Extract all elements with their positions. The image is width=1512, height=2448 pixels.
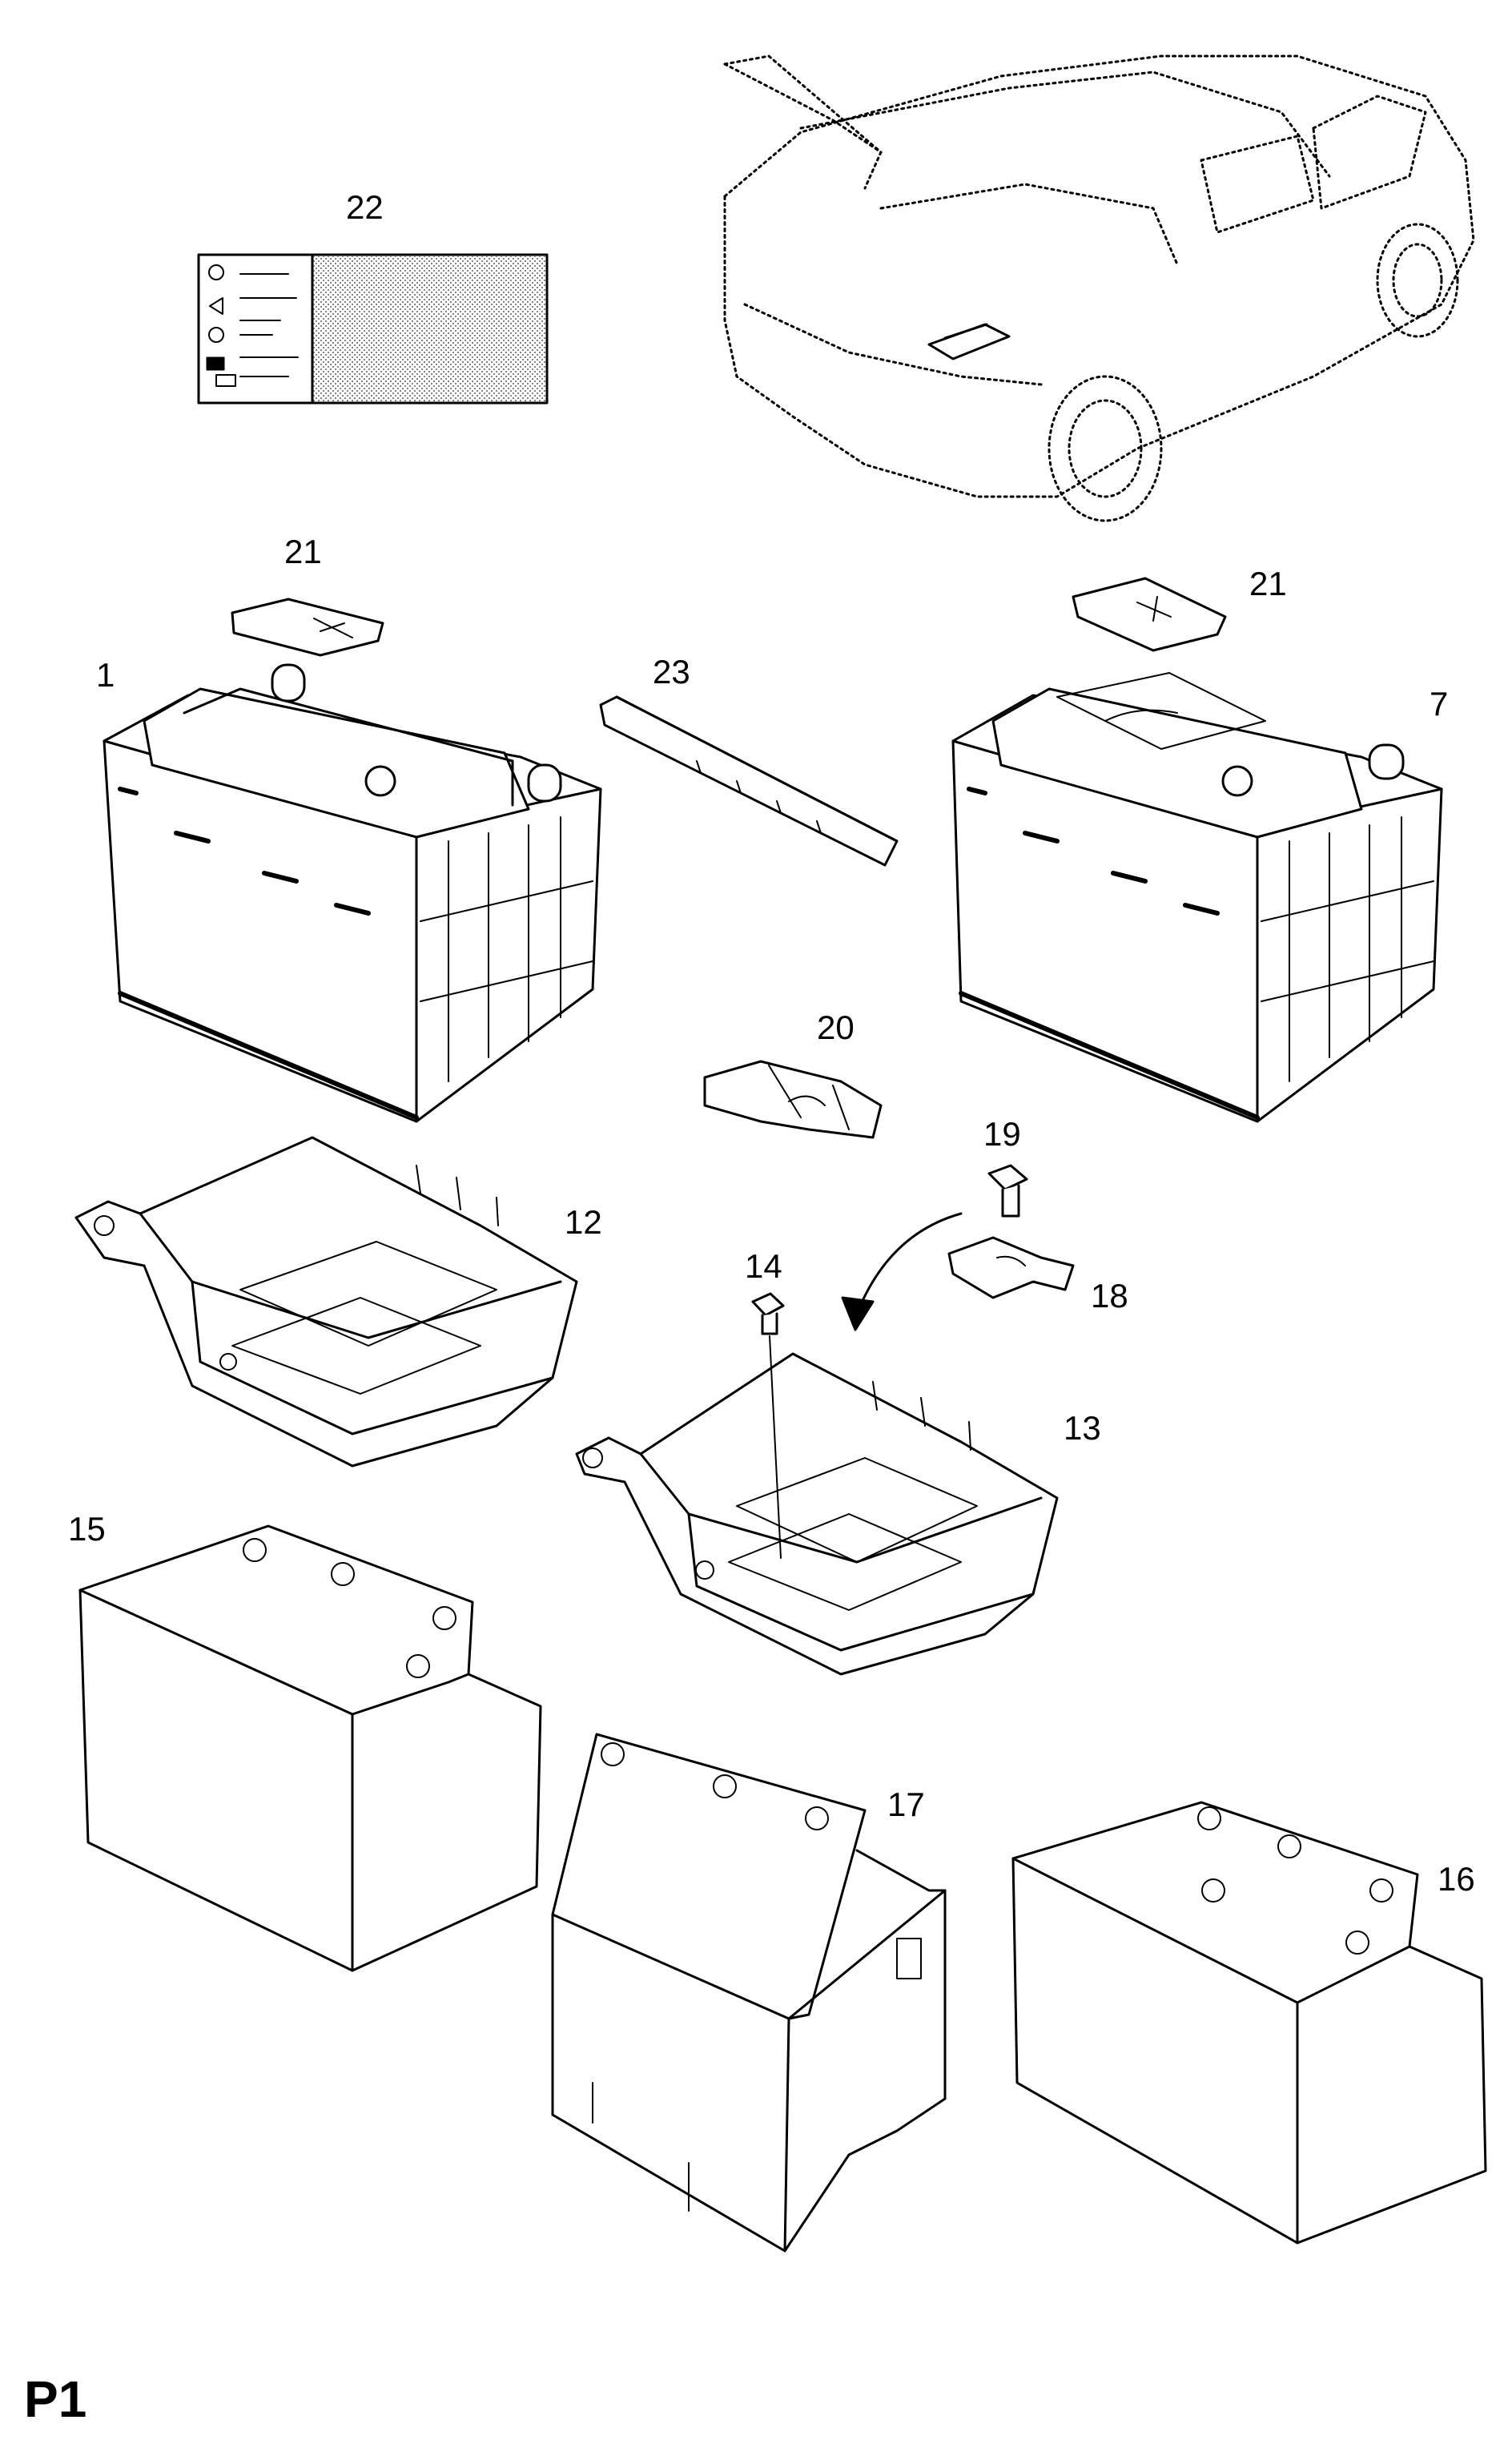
callout-20: 20 — [817, 1009, 855, 1046]
battery-cover-15 — [78, 1524, 542, 1972]
callout-19: 19 — [983, 1115, 1021, 1153]
vehicle-overview-drawing — [723, 54, 1475, 522]
warning-label-22 — [197, 253, 549, 405]
callout-7: 7 — [1430, 685, 1449, 723]
bracket-18 — [947, 1236, 1075, 1299]
vent-cap-21-left — [231, 598, 384, 657]
battery-tray-13 — [575, 1352, 1059, 1676]
battery-7 — [951, 672, 1443, 1123]
battery-cover-17 — [551, 1733, 947, 2253]
battery-tray-12 — [74, 1136, 578, 1468]
callout-12: 12 — [565, 1203, 602, 1241]
callout-1: 1 — [96, 656, 115, 694]
callout-16: 16 — [1438, 1860, 1475, 1898]
callout-22: 22 — [346, 188, 384, 226]
callout-23: 23 — [653, 653, 690, 691]
vent-cap-21-right — [1072, 577, 1227, 652]
battery-1 — [103, 663, 602, 1123]
bolt-14 — [751, 1292, 785, 1559]
bolt-19 — [987, 1164, 1028, 1218]
callout-21-right: 21 — [1249, 565, 1287, 602]
page-label: P1 — [24, 2370, 87, 2428]
callout-17: 17 — [887, 1786, 925, 1823]
callout-13: 13 — [1064, 1409, 1101, 1447]
callout-15: 15 — [68, 1510, 106, 1548]
callout-14: 14 — [745, 1247, 782, 1285]
callout-21-left: 21 — [284, 533, 322, 570]
assembly-arrow — [855, 1212, 963, 1315]
callout-18: 18 — [1091, 1277, 1128, 1315]
terminal-cover-strip-23 — [599, 695, 899, 867]
hold-down-clamp-20 — [703, 1060, 883, 1139]
battery-cover-16 — [1011, 1801, 1487, 2245]
